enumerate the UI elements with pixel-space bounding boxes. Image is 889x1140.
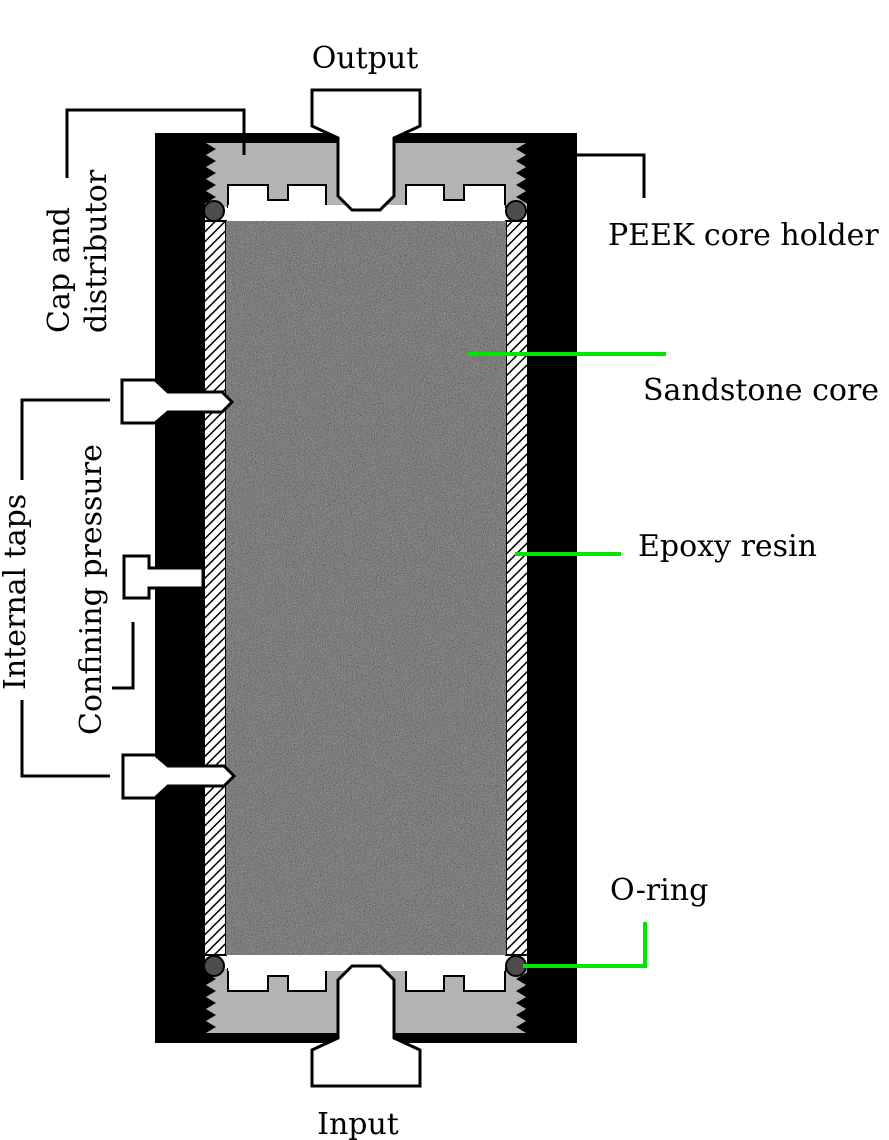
confining-bracket	[112, 622, 133, 688]
input-label: Input	[317, 1107, 399, 1140]
o-ring-label: O-ring	[610, 873, 708, 908]
sandstone-core-label: Sandstone core	[643, 373, 879, 408]
epoxy-resin-label: Epoxy resin	[638, 529, 817, 564]
sandstone-core	[226, 221, 506, 955]
output-label: Output	[312, 41, 419, 76]
internal-taps-label: Internal taps	[0, 494, 33, 690]
peek-core-holder-label: PEEK core holder	[608, 218, 879, 253]
confining-pressure-label: Confining pressure	[74, 444, 109, 735]
cap-label-line2: distributor	[79, 169, 114, 333]
cap-label-line1: Cap and	[42, 207, 77, 333]
holder-leader	[577, 155, 644, 198]
